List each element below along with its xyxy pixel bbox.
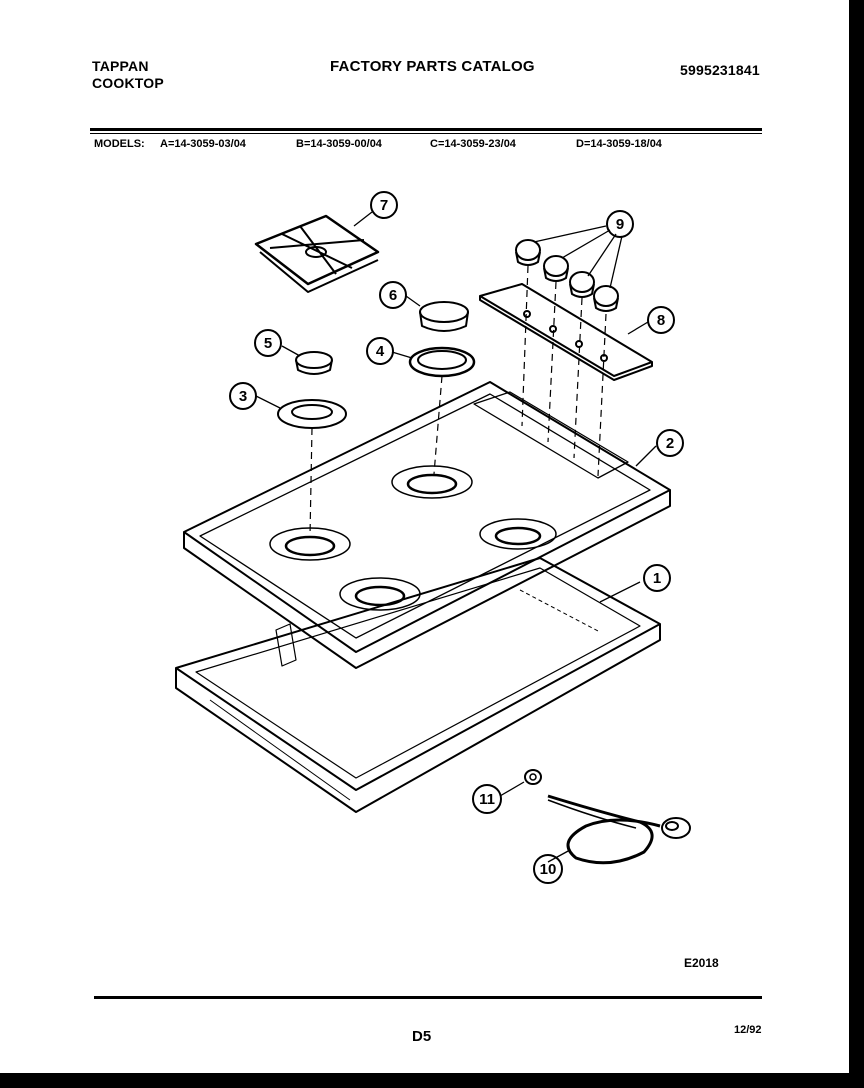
callout-5: 5 [264,335,272,352]
callout-1: 1 [653,570,661,587]
figure-code: E2018 [684,956,719,970]
callout-4: 4 [376,343,385,360]
callout-6: 6 [389,287,397,304]
callout-11: 11 [479,791,495,808]
catalog-number: 5995231841 [680,62,760,78]
callout-8: 8 [657,312,665,329]
part-power-cord [547,794,691,865]
scan-border-bottom [0,1073,864,1088]
brand-block: TAPPAN COOKTOP [92,58,164,92]
part-grommet [524,769,542,785]
brand-name: TAPPAN [92,58,149,74]
part-large-burner-ring [408,346,476,378]
part-base-pan [175,557,661,813]
product-type: COOKTOP [92,75,164,91]
callout-3: 3 [239,388,247,405]
callout-9: 9 [616,216,624,233]
burner-wells [269,465,557,611]
part-small-burner-ring [277,399,347,429]
callout-10: 10 [540,861,557,878]
catalog-title: FACTORY PARTS CATALOG [330,58,535,75]
part-large-burner-cap [419,301,469,332]
models-label: MODELS: [94,138,145,150]
part-small-burner-cap [295,351,333,375]
part-control-knobs [515,239,619,312]
part-control-panel [479,283,653,381]
header-rule-thin [90,133,762,134]
model-a: A=14-3059-03/04 [160,138,246,150]
part-cooktop-top [183,381,671,669]
assembly-lines [309,265,607,537]
model-c: C=14-3059-23/04 [430,138,516,150]
page-number: D5 [412,1028,432,1045]
callout-circles [229,191,684,884]
callout-2: 2 [666,435,674,452]
catalog-date: 12/92 [734,1024,762,1036]
footer-rule [94,996,762,999]
model-b: B=14-3059-00/04 [296,138,382,150]
model-d: D=14-3059-18/04 [576,138,662,150]
scan-border-right [849,0,864,1088]
part-grate [254,214,380,293]
callout-7: 7 [380,197,388,214]
leader-lines [255,211,657,863]
callout-labels: 1 2 3 4 5 6 7 8 9 10 11 [239,197,674,878]
header-rule [90,128,762,131]
